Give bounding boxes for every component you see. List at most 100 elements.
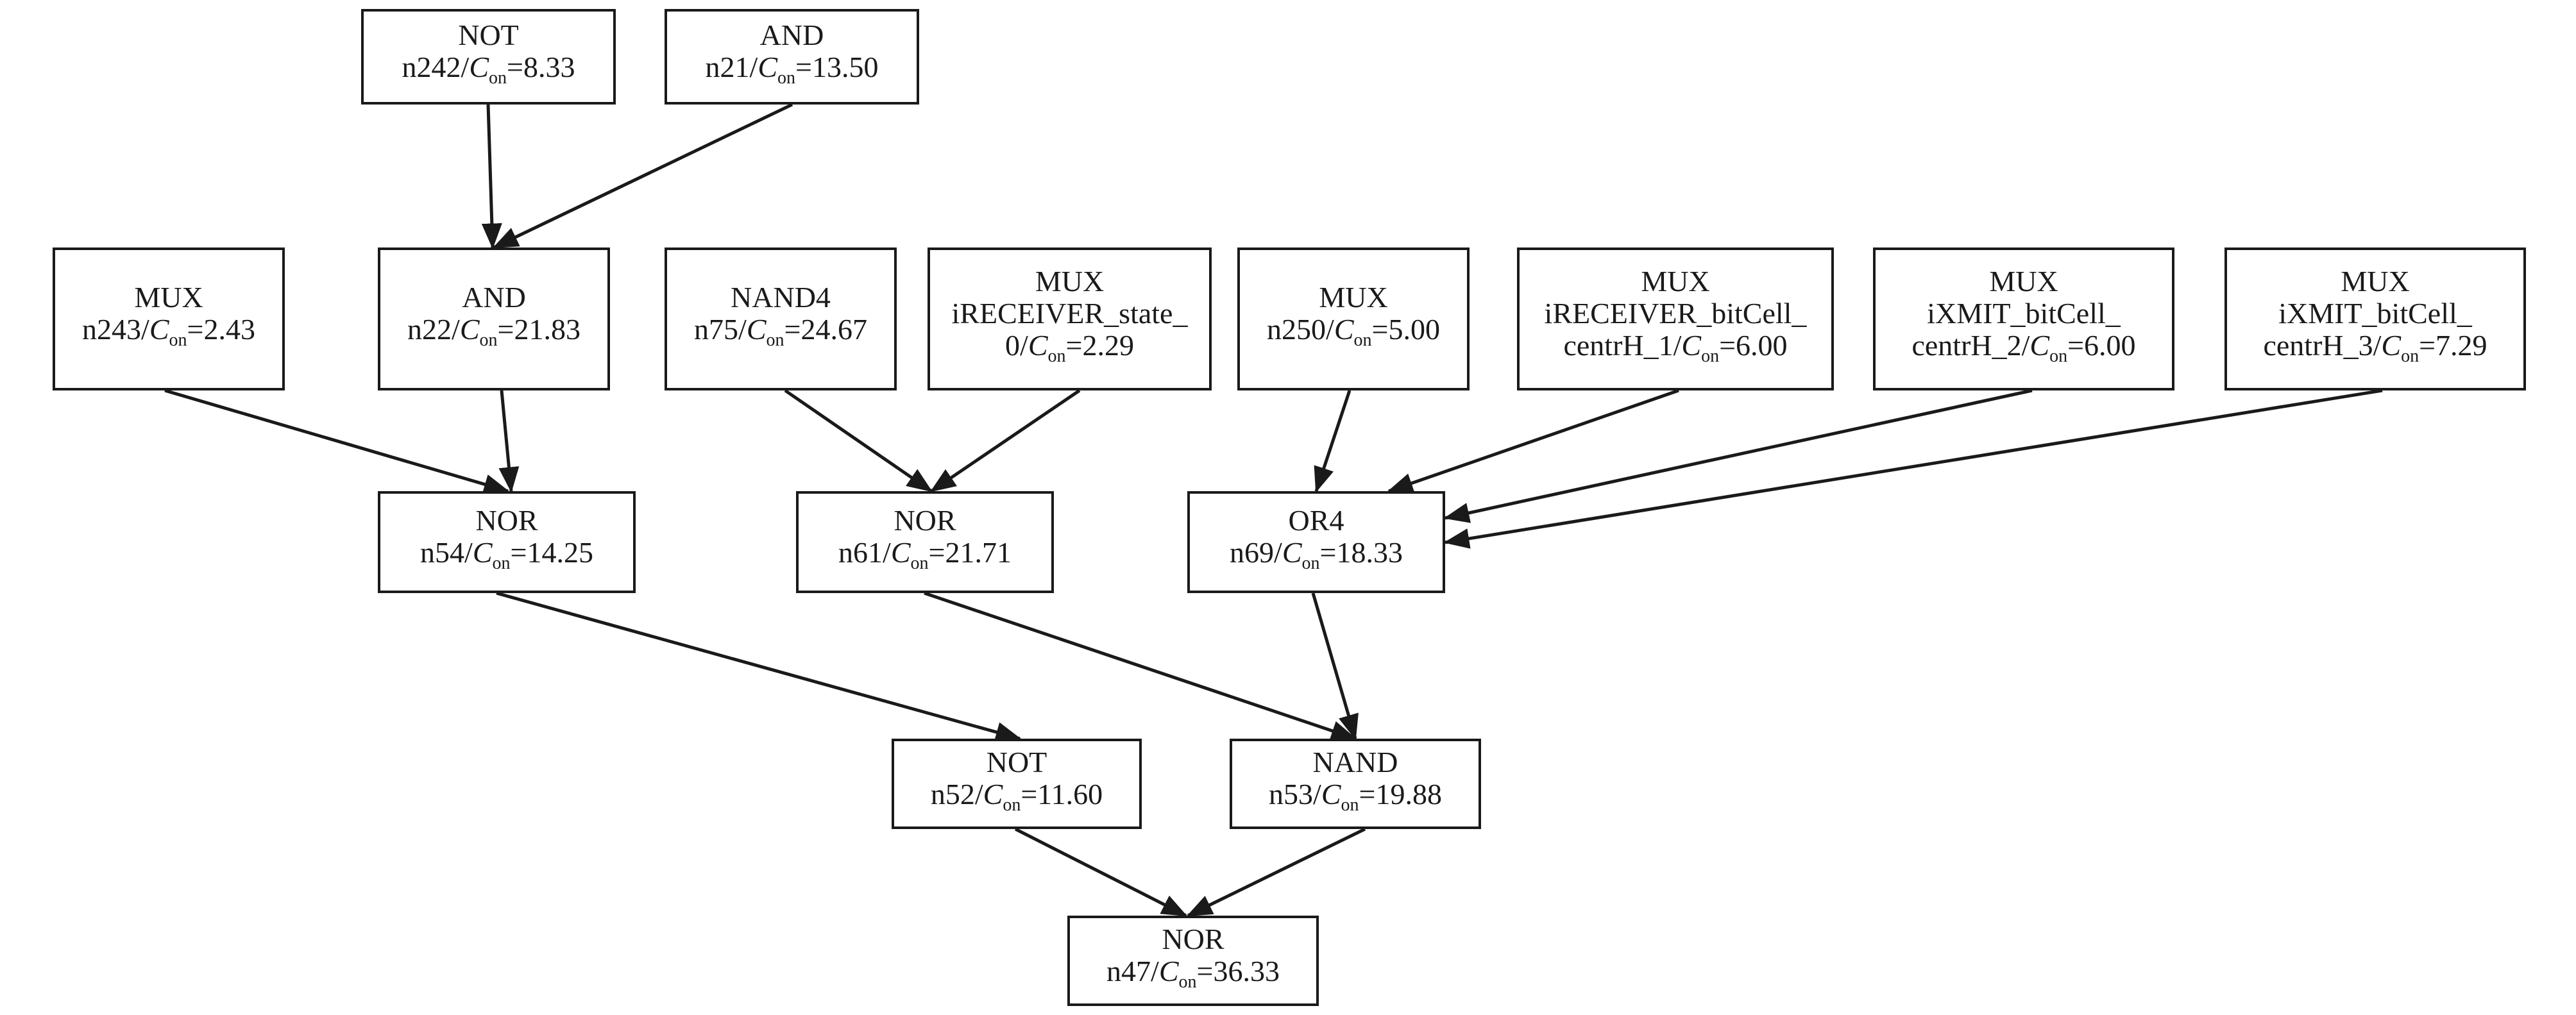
- capacitance-symbol: Con: [1282, 536, 1320, 574]
- edge-n52-n47: [1014, 827, 1188, 918]
- net-id-text: centrH_3/: [2263, 329, 2382, 362]
- capacitance-symbol: Con: [983, 778, 1021, 816]
- net-capacitance-line: n52/Con=11.60: [931, 778, 1103, 821]
- edge-xm3-n69: [1443, 389, 2383, 549]
- capacitance-symbol: Con: [459, 313, 498, 351]
- capacitance-value: =6.00: [1719, 329, 1788, 362]
- edge-n54-n52: [496, 591, 1022, 742]
- capacitance-symbol: Con: [1681, 329, 1720, 367]
- capacitance-subscript: on: [492, 553, 511, 573]
- net-id-text: n61/: [838, 536, 891, 569]
- net-capacitance-line: n21/Con=13.50: [706, 51, 879, 94]
- capacitance-subscript: on: [1003, 795, 1021, 815]
- net-id-text: n52/: [930, 778, 983, 810]
- net-id-text: n47/: [1106, 955, 1159, 987]
- capacitance-symbol: Con: [1334, 313, 1372, 351]
- edge-n250-n69: [1314, 390, 1352, 493]
- net-capacitance-line: n22/Con=21.83: [407, 314, 580, 357]
- capacitance-symbol: Con: [2029, 329, 2068, 367]
- edge-n22-n54: [498, 390, 520, 493]
- net-name-label: iRECEIVER_bitCell_: [1544, 297, 1807, 330]
- net-id-text: n242/: [402, 51, 470, 83]
- net-id-text: n75/: [694, 313, 747, 346]
- gate-type-label: NOR: [1162, 923, 1224, 955]
- gate-type-label: OR4: [1288, 504, 1344, 537]
- capacitance-symbol: Con: [1158, 955, 1197, 993]
- capacitance-symbol: Con: [472, 536, 511, 574]
- net-capacitance-line: n75/Con=24.67: [694, 314, 867, 357]
- net-capacitance-line: n250/Con=5.00: [1267, 314, 1440, 357]
- capacitance-value: =21.83: [497, 313, 580, 346]
- capacitance-subscript: on: [1047, 346, 1066, 366]
- edge-rc1-n69: [1387, 389, 1679, 493]
- net-id-text: n53/: [1269, 778, 1321, 810]
- edge-n242-n22: [481, 104, 502, 249]
- gate-type-label: MUX: [1641, 265, 1710, 298]
- edge-n21-n22: [492, 103, 793, 249]
- net-id-text: centrH_1/: [1563, 329, 1682, 362]
- capacitance-subscript: on: [169, 330, 187, 350]
- capacitance-symbol: Con: [2381, 329, 2419, 367]
- edge-n75-n61: [784, 389, 933, 493]
- gate-type-label: NAND: [1312, 746, 1398, 778]
- capacitance-subscript: on: [766, 330, 784, 350]
- capacitance-value: =36.33: [1196, 955, 1280, 987]
- capacitance-symbol: Con: [1321, 778, 1359, 816]
- net-name-label: iRECEIVER_state_: [951, 297, 1188, 330]
- capacitance-subscript: on: [2401, 346, 2419, 366]
- capacitance-value: =14.25: [510, 536, 593, 569]
- edge-n53-n47: [1186, 827, 1366, 918]
- edge-state0-n61: [929, 389, 1081, 493]
- gate-type-label: NOT: [458, 19, 519, 51]
- edge-xm2-n69: [1443, 389, 2033, 523]
- capacitance-symbol: Con: [1028, 329, 1066, 367]
- capacitance-subscript: on: [910, 553, 929, 573]
- capacitance-value: =5.00: [1371, 313, 1440, 346]
- net-id-text: n250/: [1267, 313, 1334, 346]
- capacitance-subscript: on: [1701, 346, 1720, 366]
- net-name-label: iXMIT_bitCell_: [2278, 297, 2472, 330]
- capacitance-value: =7.29: [2419, 329, 2487, 362]
- capacitance-symbol: Con: [890, 536, 929, 574]
- net-id-text: n22/: [407, 313, 460, 346]
- capacitance-subscript: on: [1301, 553, 1320, 573]
- gate-type-label: NAND4: [731, 281, 831, 314]
- capacitance-symbol: Con: [746, 313, 784, 351]
- net-capacitance-line: n242/Con=8.33: [402, 51, 575, 94]
- net-capacitance-line: centrH_3/Con=7.29: [2263, 330, 2487, 373]
- gate-type-label: NOT: [986, 746, 1047, 778]
- capacitance-subscript: on: [1341, 795, 1359, 815]
- capacitance-value: =11.60: [1021, 778, 1103, 810]
- edge-n61-n53: [924, 591, 1357, 741]
- net-capacitance-line: 0/Con=2.29: [1005, 330, 1134, 373]
- net-capacitance-line: n243/Con=2.43: [82, 314, 255, 357]
- net-id-text: centrH_2/: [1911, 329, 2030, 362]
- capacitance-subscript: on: [2049, 346, 2068, 366]
- capacitance-value: =2.43: [187, 313, 255, 346]
- gate-type-label: AND: [462, 281, 526, 314]
- capacitance-value: =21.71: [928, 536, 1012, 569]
- edge-n69-n53: [1311, 592, 1359, 741]
- gate-type-label: AND: [759, 19, 824, 51]
- capacitance-symbol: Con: [469, 51, 507, 88]
- net-id-text: n21/: [705, 51, 758, 83]
- capacitance-value: =19.88: [1359, 778, 1442, 810]
- net-id-text: n54/: [420, 536, 473, 569]
- net-id-text: n69/: [1230, 536, 1282, 569]
- gate-type-label: MUX: [134, 281, 203, 314]
- capacitance-subscript: on: [479, 330, 498, 350]
